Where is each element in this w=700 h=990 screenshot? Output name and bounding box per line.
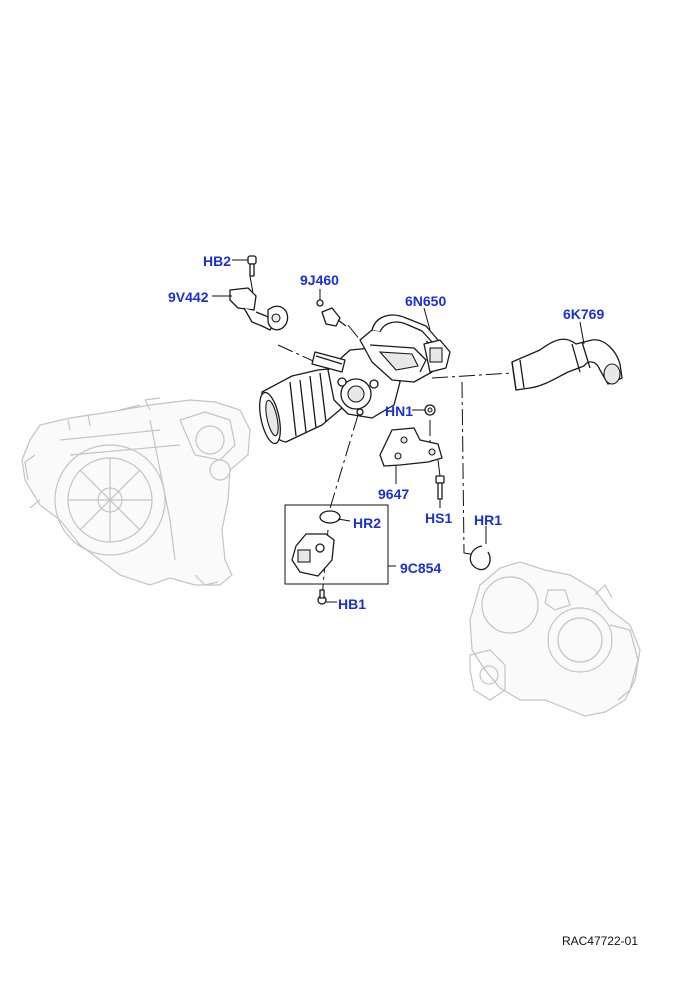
reference-code: RAC47722-01 — [561, 934, 638, 948]
clamp-ring-hr1 — [469, 545, 491, 571]
air-hose-6k769 — [511, 338, 623, 391]
sensor-9j460 — [316, 299, 347, 327]
transmission-housing-ghost — [21, 397, 251, 586]
callout-9647: 9647 — [378, 486, 410, 502]
callout-6k769: 6K769 — [563, 306, 605, 322]
stud-hs1 — [435, 475, 445, 500]
leader-lines — [212, 259, 585, 603]
nut-hn1 — [424, 404, 436, 416]
turbocharger-ghost — [469, 561, 641, 717]
bolt-hb2 — [247, 255, 257, 277]
callout-6n650: 6N650 — [405, 293, 447, 309]
sensor-9v442 — [229, 287, 289, 331]
intake-manifold-assembly — [259, 314, 451, 445]
callout-9j460: 9J460 — [300, 272, 339, 288]
callout-hr2: HR2 — [353, 515, 382, 531]
callout-9v442: 9V442 — [168, 289, 209, 305]
kit-box-9c854 — [284, 504, 389, 585]
callout-hb1: HB1 — [338, 596, 367, 612]
callout-hb2: HB2 — [203, 253, 232, 269]
callout-hn1: HN1 — [385, 403, 414, 419]
callout-hr1: HR1 — [474, 512, 503, 528]
bolt-hb1 — [317, 589, 327, 605]
callout-hs1: HS1 — [425, 510, 453, 526]
callout-9c854: 9C854 — [400, 560, 442, 576]
bracket-9647 — [379, 427, 443, 467]
